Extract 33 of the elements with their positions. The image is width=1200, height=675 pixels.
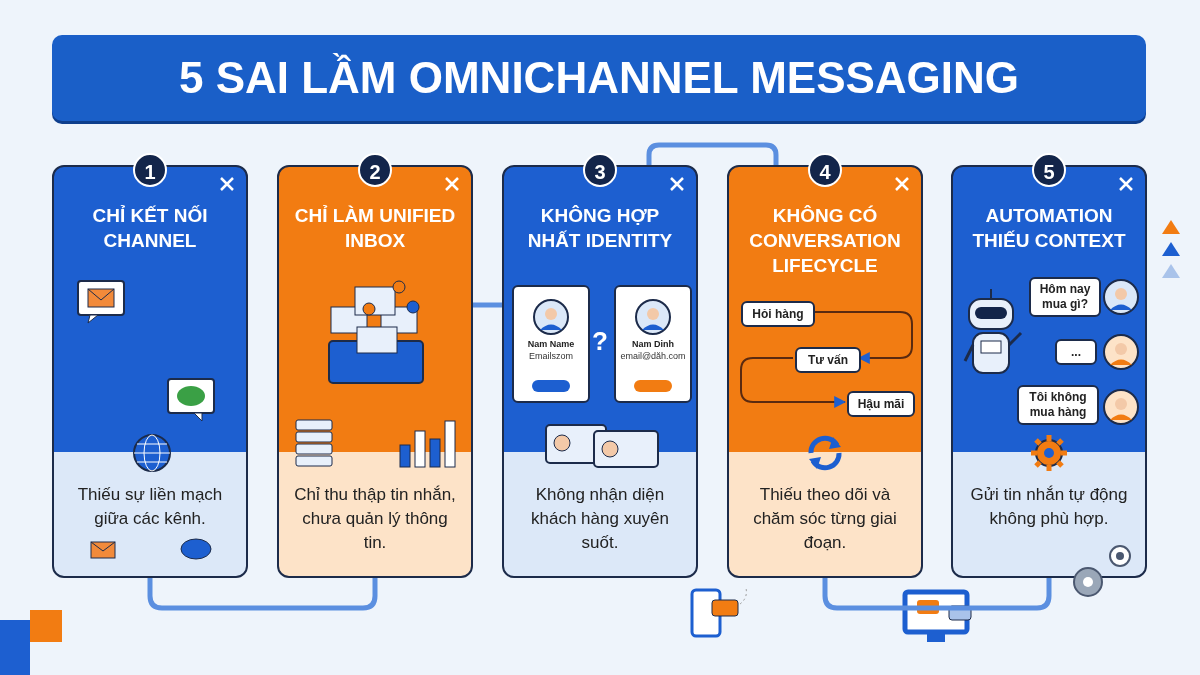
chat-bubble: Hôm nay mua gì? bbox=[1029, 277, 1101, 317]
profile-email: email@dăh.com bbox=[619, 351, 687, 361]
chat-bubble: Tôi không mua hàng bbox=[1017, 385, 1099, 425]
connector-pipe bbox=[473, 302, 502, 308]
question-mark: ? bbox=[592, 326, 608, 357]
arrow bbox=[740, 357, 847, 408]
arrow bbox=[812, 311, 913, 364]
stage-box: Tư vấn bbox=[795, 347, 861, 373]
card-description: Thiếu theo dõi và chăm sóc từng giai đoạn. bbox=[752, 484, 898, 554]
card-description: Gửi tin nhắn tự động không phù hợp. bbox=[969, 484, 1129, 530]
connector-pipe bbox=[646, 142, 779, 165]
profile-name: Nam Name bbox=[526, 339, 576, 349]
card-description: Không nhận diện khách hàng xuyên suốt. bbox=[530, 484, 670, 554]
step-number: 4 bbox=[808, 153, 842, 187]
card-heading: KHÔNG CÓ CONVERSATION LIFECYCLE bbox=[748, 204, 902, 278]
profile-name: Nam Dinh bbox=[631, 339, 675, 349]
stage-box: Hậu mãi bbox=[847, 391, 915, 417]
card-heading: CHỈ LÀM UNIFIED INBOX bbox=[293, 204, 457, 253]
chat-bubble: ... bbox=[1055, 339, 1097, 365]
step-number: 3 bbox=[583, 153, 617, 187]
title-banner: 5 SAI LẦM OMNICHANNEL MESSAGING bbox=[52, 35, 1146, 121]
card-heading: KHÔNG HỢP NHẤT IDENTITY bbox=[526, 204, 674, 253]
profile-card bbox=[614, 285, 692, 403]
card-description: Chỉ thu thập tin nhắn, chưa quản lý thông tin. bbox=[293, 484, 457, 554]
profile-email: Emailszom bbox=[528, 351, 574, 361]
profile-card bbox=[512, 285, 590, 403]
step-number: 5 bbox=[1032, 153, 1066, 187]
card-heading: AUTOMATION THIẾU CONTEXT bbox=[971, 204, 1127, 253]
step-number: 2 bbox=[358, 153, 392, 187]
stage-box: Hỏi hàng bbox=[741, 301, 815, 327]
step-number: 1 bbox=[133, 153, 167, 187]
card-heading: CHỈ KẾT NỐI CHANNEL bbox=[91, 204, 209, 253]
card-description: Thiếu sự liền mạch giữa các kênh. bbox=[76, 484, 224, 530]
